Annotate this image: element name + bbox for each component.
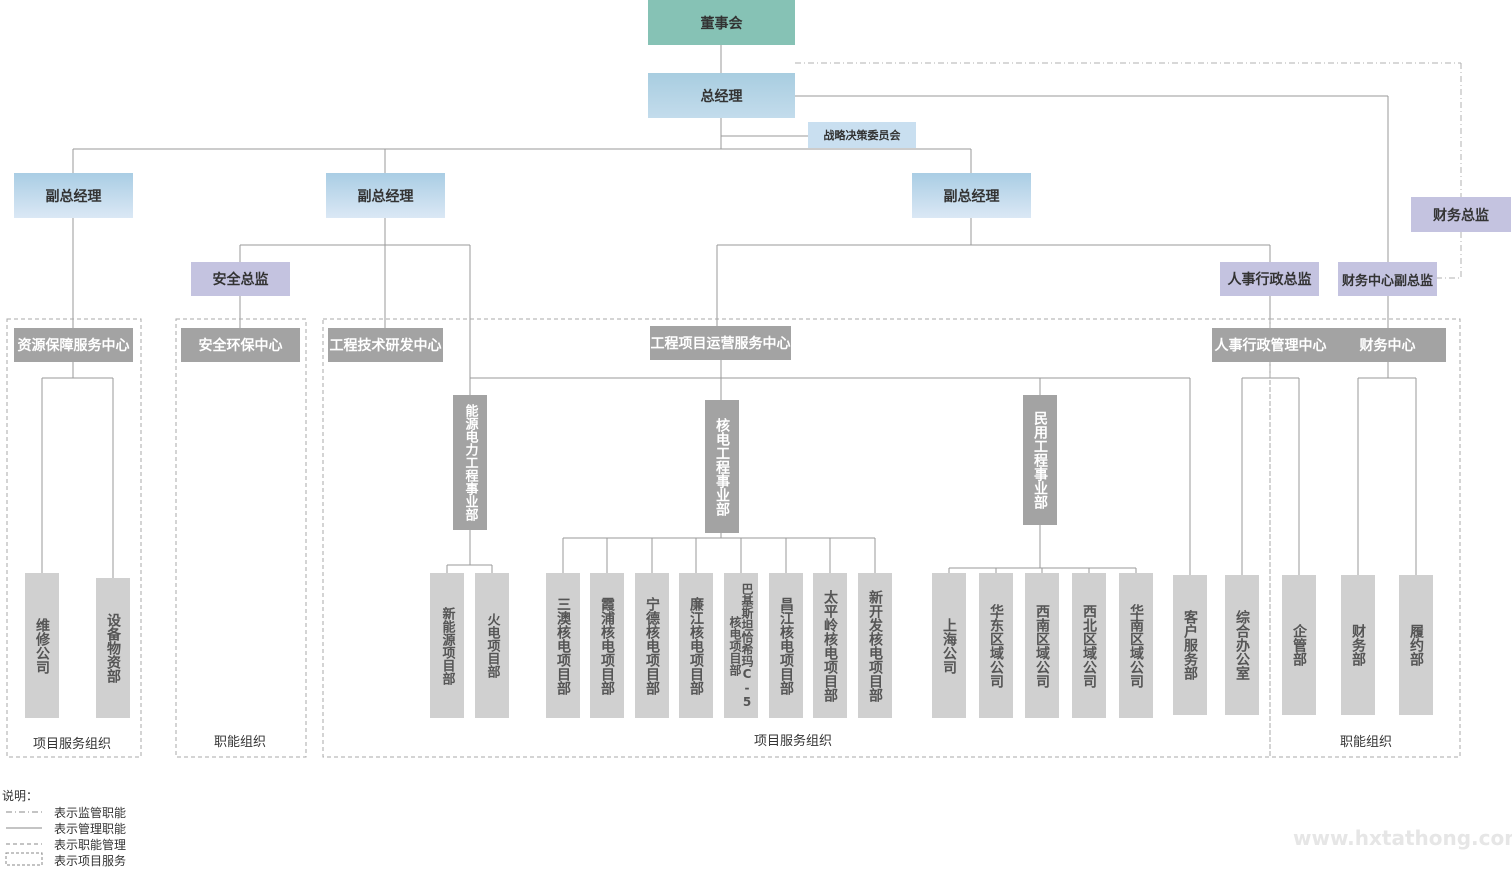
watermark: www.hxtathong.com: [1293, 826, 1512, 850]
repair-company: 维修公司: [25, 573, 59, 718]
general-office: 综合办公室: [1225, 575, 1259, 715]
xiapu-project: 霞浦核电项目部: [590, 573, 624, 718]
energy-division: 能源电力工程事业部: [453, 395, 487, 530]
strategy-committee: 战略决策委员会: [808, 122, 916, 148]
northwest-company: 西北区域公司: [1072, 573, 1106, 718]
changjiang-project: 昌江核电项目部: [769, 573, 803, 718]
southwest-company: 西南区域公司: [1025, 573, 1059, 718]
vice-gm-3: 副总经理: [912, 173, 1031, 218]
new-dev-project: 新开发核电项目部: [858, 573, 892, 718]
tech-rd-center: 工程技术研发中心: [328, 328, 443, 362]
general-manager: 总经理: [648, 73, 795, 118]
civil-division: 民用工程事业部: [1023, 395, 1057, 525]
board-of-directors: 董事会: [648, 0, 795, 45]
legend-title: 说明：: [2, 789, 39, 803]
enterprise-mgmt-dept: 企管部: [1282, 575, 1316, 715]
south-china-company: 华南区域公司: [1119, 573, 1153, 718]
sanao-project: 三澳核电项目部: [546, 573, 580, 718]
group-label-project-service-1: 项目服务组织: [33, 736, 112, 751]
equipment-dept: 设备物资部: [96, 578, 130, 718]
new-energy-project: 新能源项目部: [430, 573, 464, 718]
nuclear-division: 核电工程事业部: [705, 400, 739, 533]
thermal-project: 火电项目部: [475, 573, 509, 718]
safety-director: 安全总监: [191, 262, 290, 296]
safety-env-center: 安全环保中心: [181, 328, 300, 362]
legend-management: 表示管理职能: [54, 822, 127, 836]
finance-chief: 财务总监: [1411, 197, 1511, 232]
legend-functional: 表示职能管理: [54, 838, 127, 852]
lianjiang-project: 廉江核电项目部: [679, 573, 713, 718]
contract-dept: 履约部: [1399, 575, 1433, 715]
resource-service-center: 资源保障服务中心: [14, 328, 133, 362]
finance-deputy-director: 财务中心副总监: [1338, 262, 1437, 296]
shanghai-company: 上海公司: [932, 573, 966, 718]
finance-center: 财务中心: [1329, 328, 1446, 362]
pakistan-project: 巴基斯坦恰希玛C-5核电项目部: [724, 573, 758, 718]
legend-project-service: 表示项目服务: [54, 854, 127, 868]
taipingling-project: 太平岭核电项目部: [813, 573, 847, 718]
project-ops-center: 工程项目运营服务中心: [650, 326, 791, 360]
vice-gm-2: 副总经理: [326, 173, 445, 218]
finance-dept: 财务部: [1341, 575, 1375, 715]
group-label-functional-2: 职能组织: [1340, 734, 1393, 749]
hr-mgmt-center: 人事行政管理中心: [1212, 328, 1329, 362]
east-china-company: 华东区域公司: [979, 573, 1013, 718]
vice-gm-1: 副总经理: [14, 173, 133, 218]
customer-service-dept: 客户服务部: [1173, 575, 1207, 715]
legend-supervision: 表示监管职能: [54, 806, 127, 820]
hr-director: 人事行政总监: [1220, 262, 1319, 296]
group-label-functional-1: 职能组织: [214, 734, 267, 749]
group-label-project-service-2: 项目服务组织: [754, 733, 833, 748]
ningde-project: 宁德核电项目部: [635, 573, 669, 718]
